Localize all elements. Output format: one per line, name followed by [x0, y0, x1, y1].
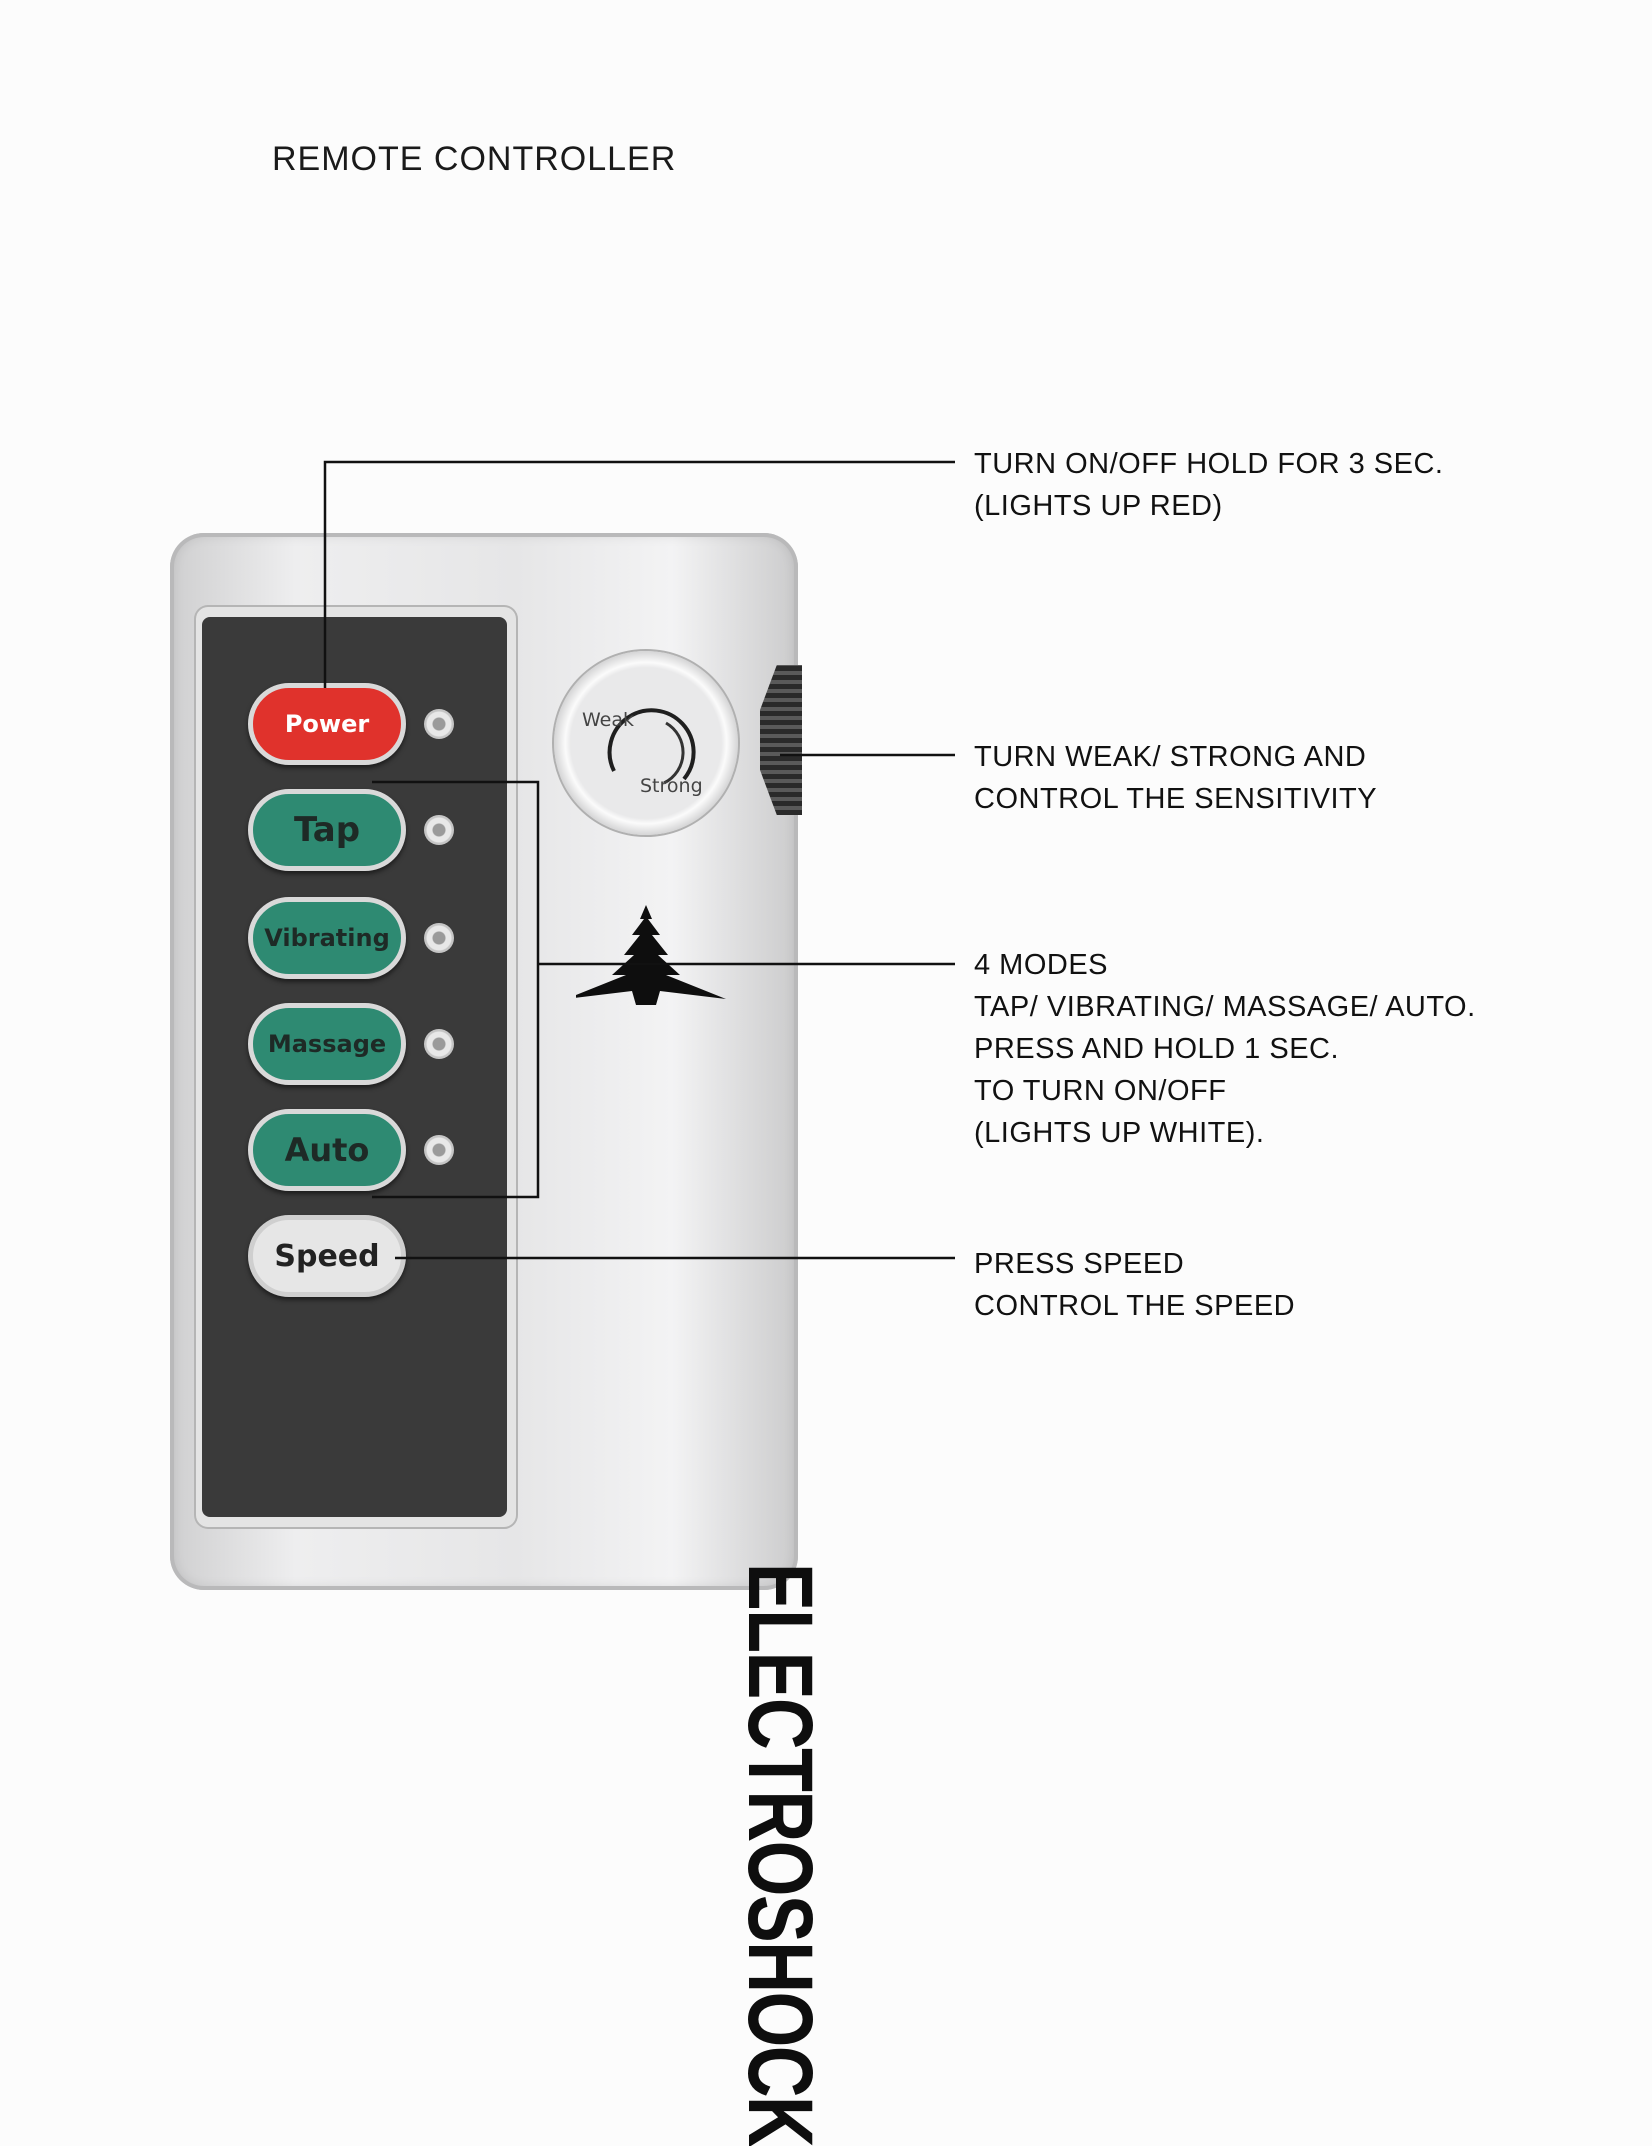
power-note-line: (LIGHTS UP RED) — [974, 490, 1223, 522]
speed-note-line: PRESS SPEED — [974, 1248, 1185, 1280]
power-note-line: TURN ON/OFF HOLD FOR 3 SEC. — [974, 448, 1444, 480]
knob-weak-label: Weak — [582, 709, 635, 731]
auto-button[interactable]: Auto — [248, 1109, 406, 1191]
speed-note-line: CONTROL THE SPEED — [974, 1290, 1296, 1322]
vibrating-button[interactable]: Vibrating — [248, 897, 406, 979]
knob-arrow-icon — [607, 708, 696, 785]
speed-note: PRESS SPEED CONTROL THE SPEED — [974, 1243, 1295, 1327]
tap-button[interactable]: Tap — [248, 789, 406, 871]
knob-note: TURN WEAK/ STRONG AND CONTROL THE SENSIT… — [974, 736, 1377, 820]
massage-led — [424, 1029, 454, 1059]
page-title: REMOTE CONTROLLER — [272, 140, 677, 178]
massage-button[interactable]: Massage — [248, 1003, 406, 1085]
vibrating-led — [424, 923, 454, 953]
power-led — [424, 709, 454, 739]
intensity-knob[interactable]: Weak Strong — [554, 651, 738, 835]
modes-note-line: TO TURN ON/OFF — [974, 1075, 1227, 1107]
button-panel-frame: Power Tap Vibrating Massage Auto Speed — [196, 607, 516, 1527]
button-panel: Power Tap Vibrating Massage Auto Speed — [202, 617, 507, 1517]
remote-controller: Power Tap Vibrating Massage Auto Speed W… — [170, 533, 831, 2146]
knob-note-line: CONTROL THE SENSITIVITY — [974, 783, 1378, 815]
modes-note: 4 MODES TAP/ VIBRATING/ MASSAGE/ AUTO. P… — [974, 944, 1476, 1154]
power-note: TURN ON/OFF HOLD FOR 3 SEC. (LIGHTS UP R… — [974, 443, 1443, 527]
modes-callout-bracket — [372, 780, 540, 1199]
speed-button[interactable]: Speed — [248, 1215, 406, 1297]
modes-note-line: (LIGHTS UP WHITE). — [974, 1117, 1265, 1149]
modes-note-line: PRESS AND HOLD 1 SEC. — [974, 1033, 1340, 1065]
auto-led — [424, 1135, 454, 1165]
power-callout-line — [323, 460, 955, 688]
modes-note-line: 4 MODES — [974, 949, 1109, 981]
knob-note-line: TURN WEAK/ STRONG AND — [974, 741, 1367, 773]
tap-led — [424, 815, 454, 845]
callout-lines — [323, 460, 955, 1260]
modes-note-line: TAP/ VIBRATING/ MASSAGE/ AUTO. — [974, 991, 1476, 1023]
tree-logo-icon — [576, 905, 726, 1005]
knob-strong-label: Strong — [640, 775, 703, 797]
power-button[interactable]: Power — [248, 683, 406, 765]
